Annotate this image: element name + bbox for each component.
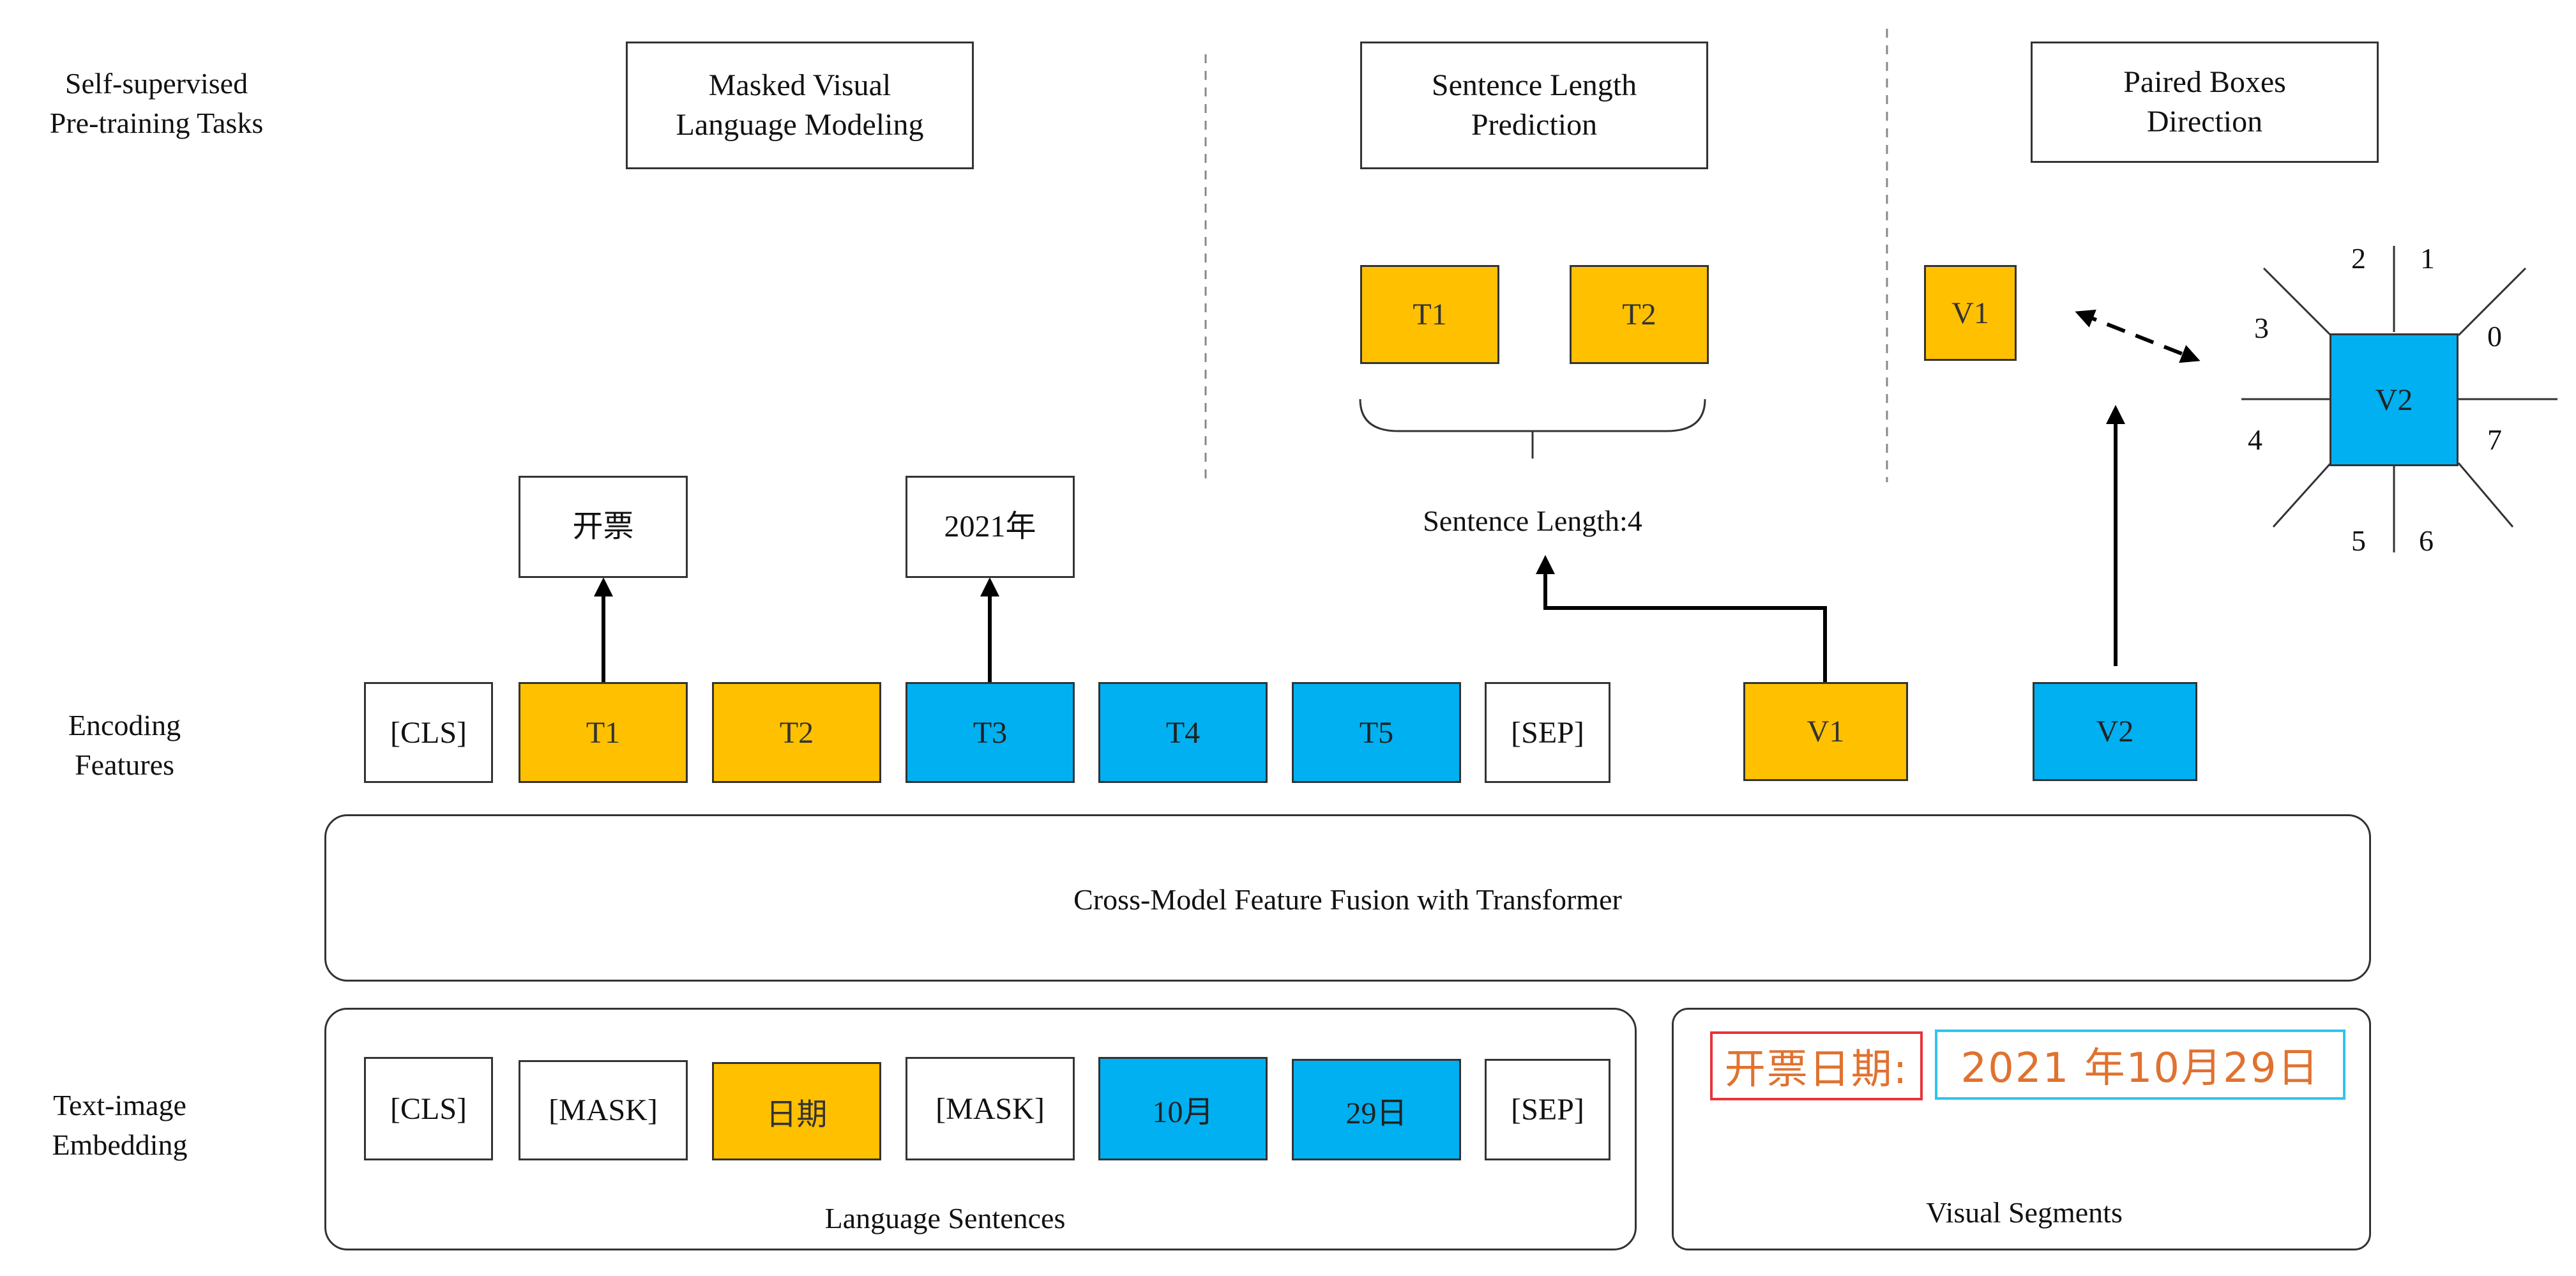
row-label-tasks-line1: Self-supervised: [64, 67, 248, 100]
direction-2: 2: [2351, 242, 2366, 275]
direction-7: 7: [2487, 423, 2502, 456]
row-label-embedding-line1: Text-image: [53, 1089, 186, 1121]
embedding-token-cls: [CLS]: [364, 1057, 493, 1160]
pbd-v2: V2: [2330, 333, 2459, 466]
direction-4: 4: [2248, 423, 2262, 456]
row-label-encoding: Encoding Features: [38, 706, 211, 785]
encoding-token-t4: T4: [1098, 682, 1268, 783]
encoding-token-t1: T1: [519, 682, 688, 783]
encoding-token-t5: T5: [1292, 682, 1461, 783]
task-mvlm-line1: Masked Visual: [708, 68, 891, 102]
encoding-token-t3: T3: [905, 682, 1075, 783]
visual-segment-value: 2021 年10月29日: [1935, 1029, 2345, 1100]
encoding-token-sep: [SEP]: [1485, 682, 1610, 783]
fusion-label: Cross-Model Feature Fusion with Transfor…: [1073, 883, 1622, 916]
visual-label: Visual Segments: [1926, 1196, 2123, 1229]
task-box-pbd: Paired Boxes Direction: [2031, 42, 2379, 163]
row-label-encoding-line1: Encoding: [68, 709, 181, 741]
encoding-token-cls: [CLS]: [364, 682, 493, 783]
embedding-token-mask2: [MASK]: [905, 1057, 1075, 1160]
embedding-token-date: 日期: [712, 1062, 881, 1160]
embedding-token-mask1: [MASK]: [519, 1060, 688, 1160]
embedding-token-month: 10月: [1098, 1057, 1268, 1160]
task-slp-line2: Prediction: [1471, 108, 1598, 142]
visual-segment-label: 开票日期:: [1710, 1031, 1923, 1100]
row-label-encoding-line2: Features: [75, 748, 174, 782]
task-box-mvlm: Masked Visual Language Modeling: [626, 42, 974, 169]
direction-1: 1: [2420, 242, 2435, 275]
arrow-v1-v2-relation: [2075, 309, 2201, 363]
pbd-v1: V1: [1924, 265, 2017, 361]
direction-rays: [2241, 246, 2557, 552]
direction-6: 6: [2419, 524, 2434, 557]
row-label-tasks: Self-supervised Pre-training Tasks: [22, 64, 291, 143]
task-pbd-line1: Paired Boxes: [2123, 65, 2286, 99]
direction-3: 3: [2254, 312, 2269, 344]
task-slp-line1: Sentence Length: [1431, 68, 1637, 102]
row-label-embedding-line2: Embedding: [52, 1128, 188, 1162]
encoding-token-v1: V1: [1743, 682, 1908, 781]
slp-result: Sentence Length:4: [1423, 505, 1642, 537]
embedding-token-sep: [SEP]: [1485, 1059, 1610, 1160]
slp-brace: [1359, 399, 1706, 432]
slp-token-t1: T1: [1360, 265, 1499, 364]
slp-token-t2: T2: [1570, 265, 1709, 364]
mvlm-output-2: 2021年: [905, 476, 1075, 578]
task-mvlm-line2: Language Modeling: [676, 108, 924, 142]
task-pbd-line2: Direction: [2146, 105, 2263, 139]
mvlm-output-1: 开票: [519, 476, 688, 578]
direction-5: 5: [2351, 524, 2366, 557]
arrow-v1-to-length: [1536, 555, 1827, 682]
fusion-panel: Cross-Model Feature Fusion with Transfor…: [324, 814, 2371, 982]
encoding-token-v2: V2: [2033, 682, 2197, 781]
encoding-token-t2: T2: [712, 682, 881, 783]
embedding-token-day: 29日: [1292, 1059, 1461, 1160]
row-label-tasks-line2: Pre-training Tasks: [49, 107, 264, 140]
language-label: Language Sentences: [824, 1202, 1066, 1234]
row-label-embedding: Text-image Embedding: [29, 1086, 211, 1165]
task-box-slp: Sentence Length Prediction: [1360, 42, 1708, 169]
direction-0: 0: [2487, 320, 2502, 353]
